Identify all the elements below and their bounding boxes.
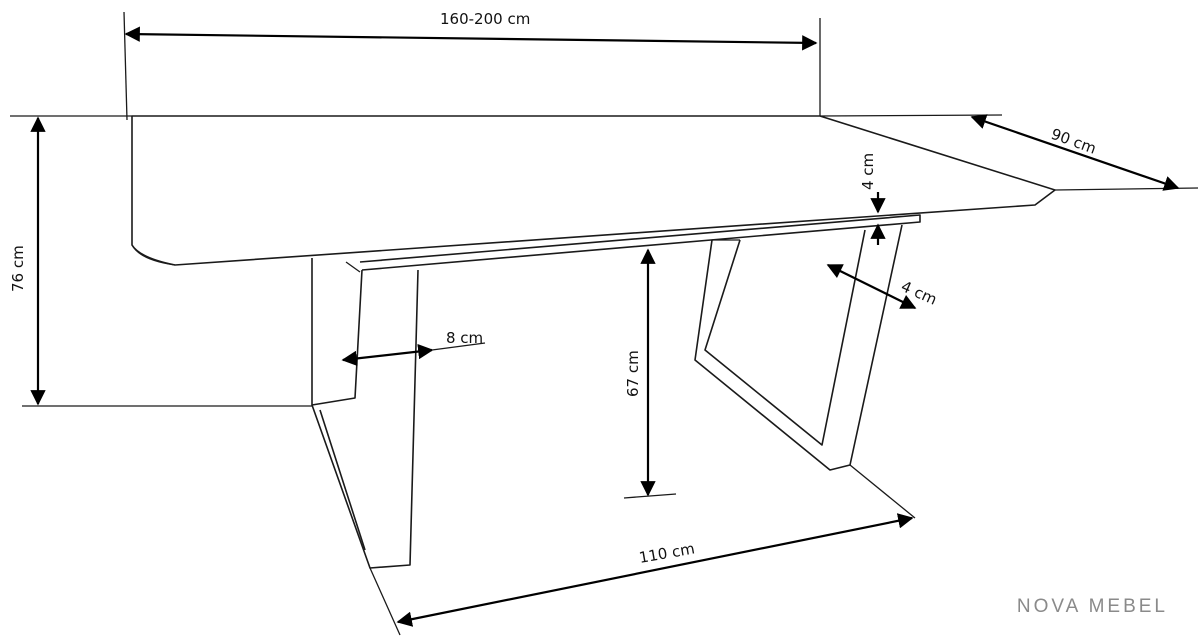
length-label: 160-200 cm (440, 10, 530, 28)
clearance-label: 67 cm (624, 350, 642, 397)
leg-profile-arrow (826, 264, 917, 309)
leg-width-arrow (341, 343, 434, 367)
leg-width-label: 8 cm (446, 329, 483, 347)
brand-watermark: NOVA MEBEL (1016, 596, 1168, 617)
height-label: 76 cm (9, 245, 27, 292)
top-thickness-label: 4 cm (859, 153, 877, 190)
extension-lines (10, 11, 1199, 636)
table-top (131, 115, 1056, 271)
front-left-leg (311, 258, 419, 569)
dimension-arrows (30, 26, 1180, 627)
leg-spacing-arrow (396, 513, 914, 627)
back-right-leg (694, 224, 903, 471)
width-arrow (970, 114, 1180, 191)
length-arrow (124, 26, 818, 51)
